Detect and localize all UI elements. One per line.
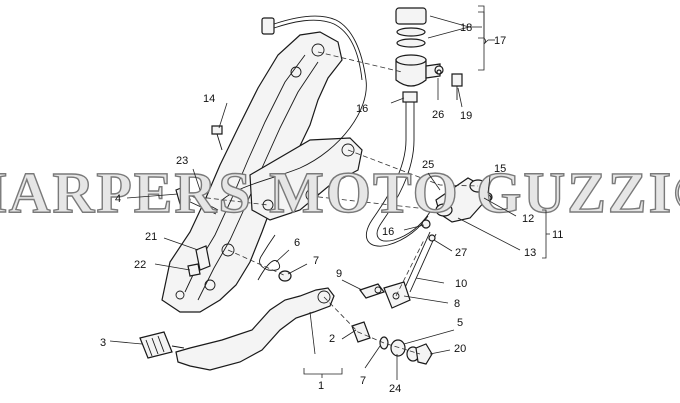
- label-16-upper: 16: [356, 103, 368, 115]
- label-21: 21: [145, 231, 157, 243]
- label-27: 27: [455, 247, 467, 259]
- label-7-lower: 7: [360, 375, 366, 387]
- fluid-hose: [366, 92, 429, 247]
- frame-bracket: [161, 31, 343, 313]
- switch-connector: [261, 17, 275, 35]
- label-15: 15: [494, 163, 506, 175]
- label-16-lower: 16: [382, 226, 394, 238]
- label-17: 17: [494, 35, 506, 47]
- label-6: 6: [294, 237, 300, 249]
- return-spring: [257, 234, 281, 281]
- label-5: 5: [457, 317, 463, 329]
- washer-26: [436, 69, 442, 75]
- reservoir-gasket: [396, 27, 426, 37]
- clip-27: [428, 234, 436, 242]
- parts-drawing: [139, 7, 493, 371]
- clevis: [383, 281, 411, 309]
- nut-20: [415, 343, 433, 365]
- label-7-upper: 7: [313, 255, 319, 267]
- bolt-4: [175, 185, 191, 205]
- label-19: 19: [460, 110, 472, 122]
- brake-switch: [195, 245, 211, 271]
- nut-22: [187, 263, 201, 277]
- pivot-plate: [249, 137, 363, 221]
- label-9: 9: [336, 268, 342, 280]
- label-25: 25: [422, 159, 434, 171]
- label-24: 24: [389, 383, 401, 395]
- brake-lever: [175, 287, 335, 371]
- label-11: 11: [552, 229, 563, 241]
- label-26: 26: [432, 109, 444, 121]
- pushrod: [403, 231, 431, 291]
- screw-19: [451, 73, 463, 87]
- label-14: 14: [203, 93, 215, 105]
- reservoir-body: [395, 59, 427, 87]
- label-10: 10: [455, 278, 467, 290]
- bushing: [351, 321, 371, 343]
- label-4: 4: [115, 193, 121, 205]
- label-13: 13: [524, 247, 536, 259]
- reservoir-cap: [395, 7, 427, 25]
- clamp-16-lower: [421, 219, 431, 229]
- label-2: 2: [329, 333, 335, 345]
- label-12: 12: [522, 213, 534, 225]
- label-8: 8: [454, 298, 460, 310]
- watermark: HARPERS MOTO GUZZI©: [0, 160, 680, 225]
- callout-labels: 18 17 14 16 26 19 23 25 15 4 12 11 16 21…: [100, 22, 563, 395]
- label-23: 23: [176, 155, 188, 167]
- label-1: 1: [318, 380, 324, 392]
- label-20: 20: [454, 343, 466, 355]
- label-18: 18: [460, 22, 472, 34]
- label-22: 22: [134, 259, 146, 271]
- footpeg-rubber: [139, 331, 173, 359]
- pin-9: [359, 283, 385, 299]
- leader-lines: [109, 5, 550, 380]
- screw-14: [211, 125, 223, 135]
- label-3: 3: [100, 337, 106, 349]
